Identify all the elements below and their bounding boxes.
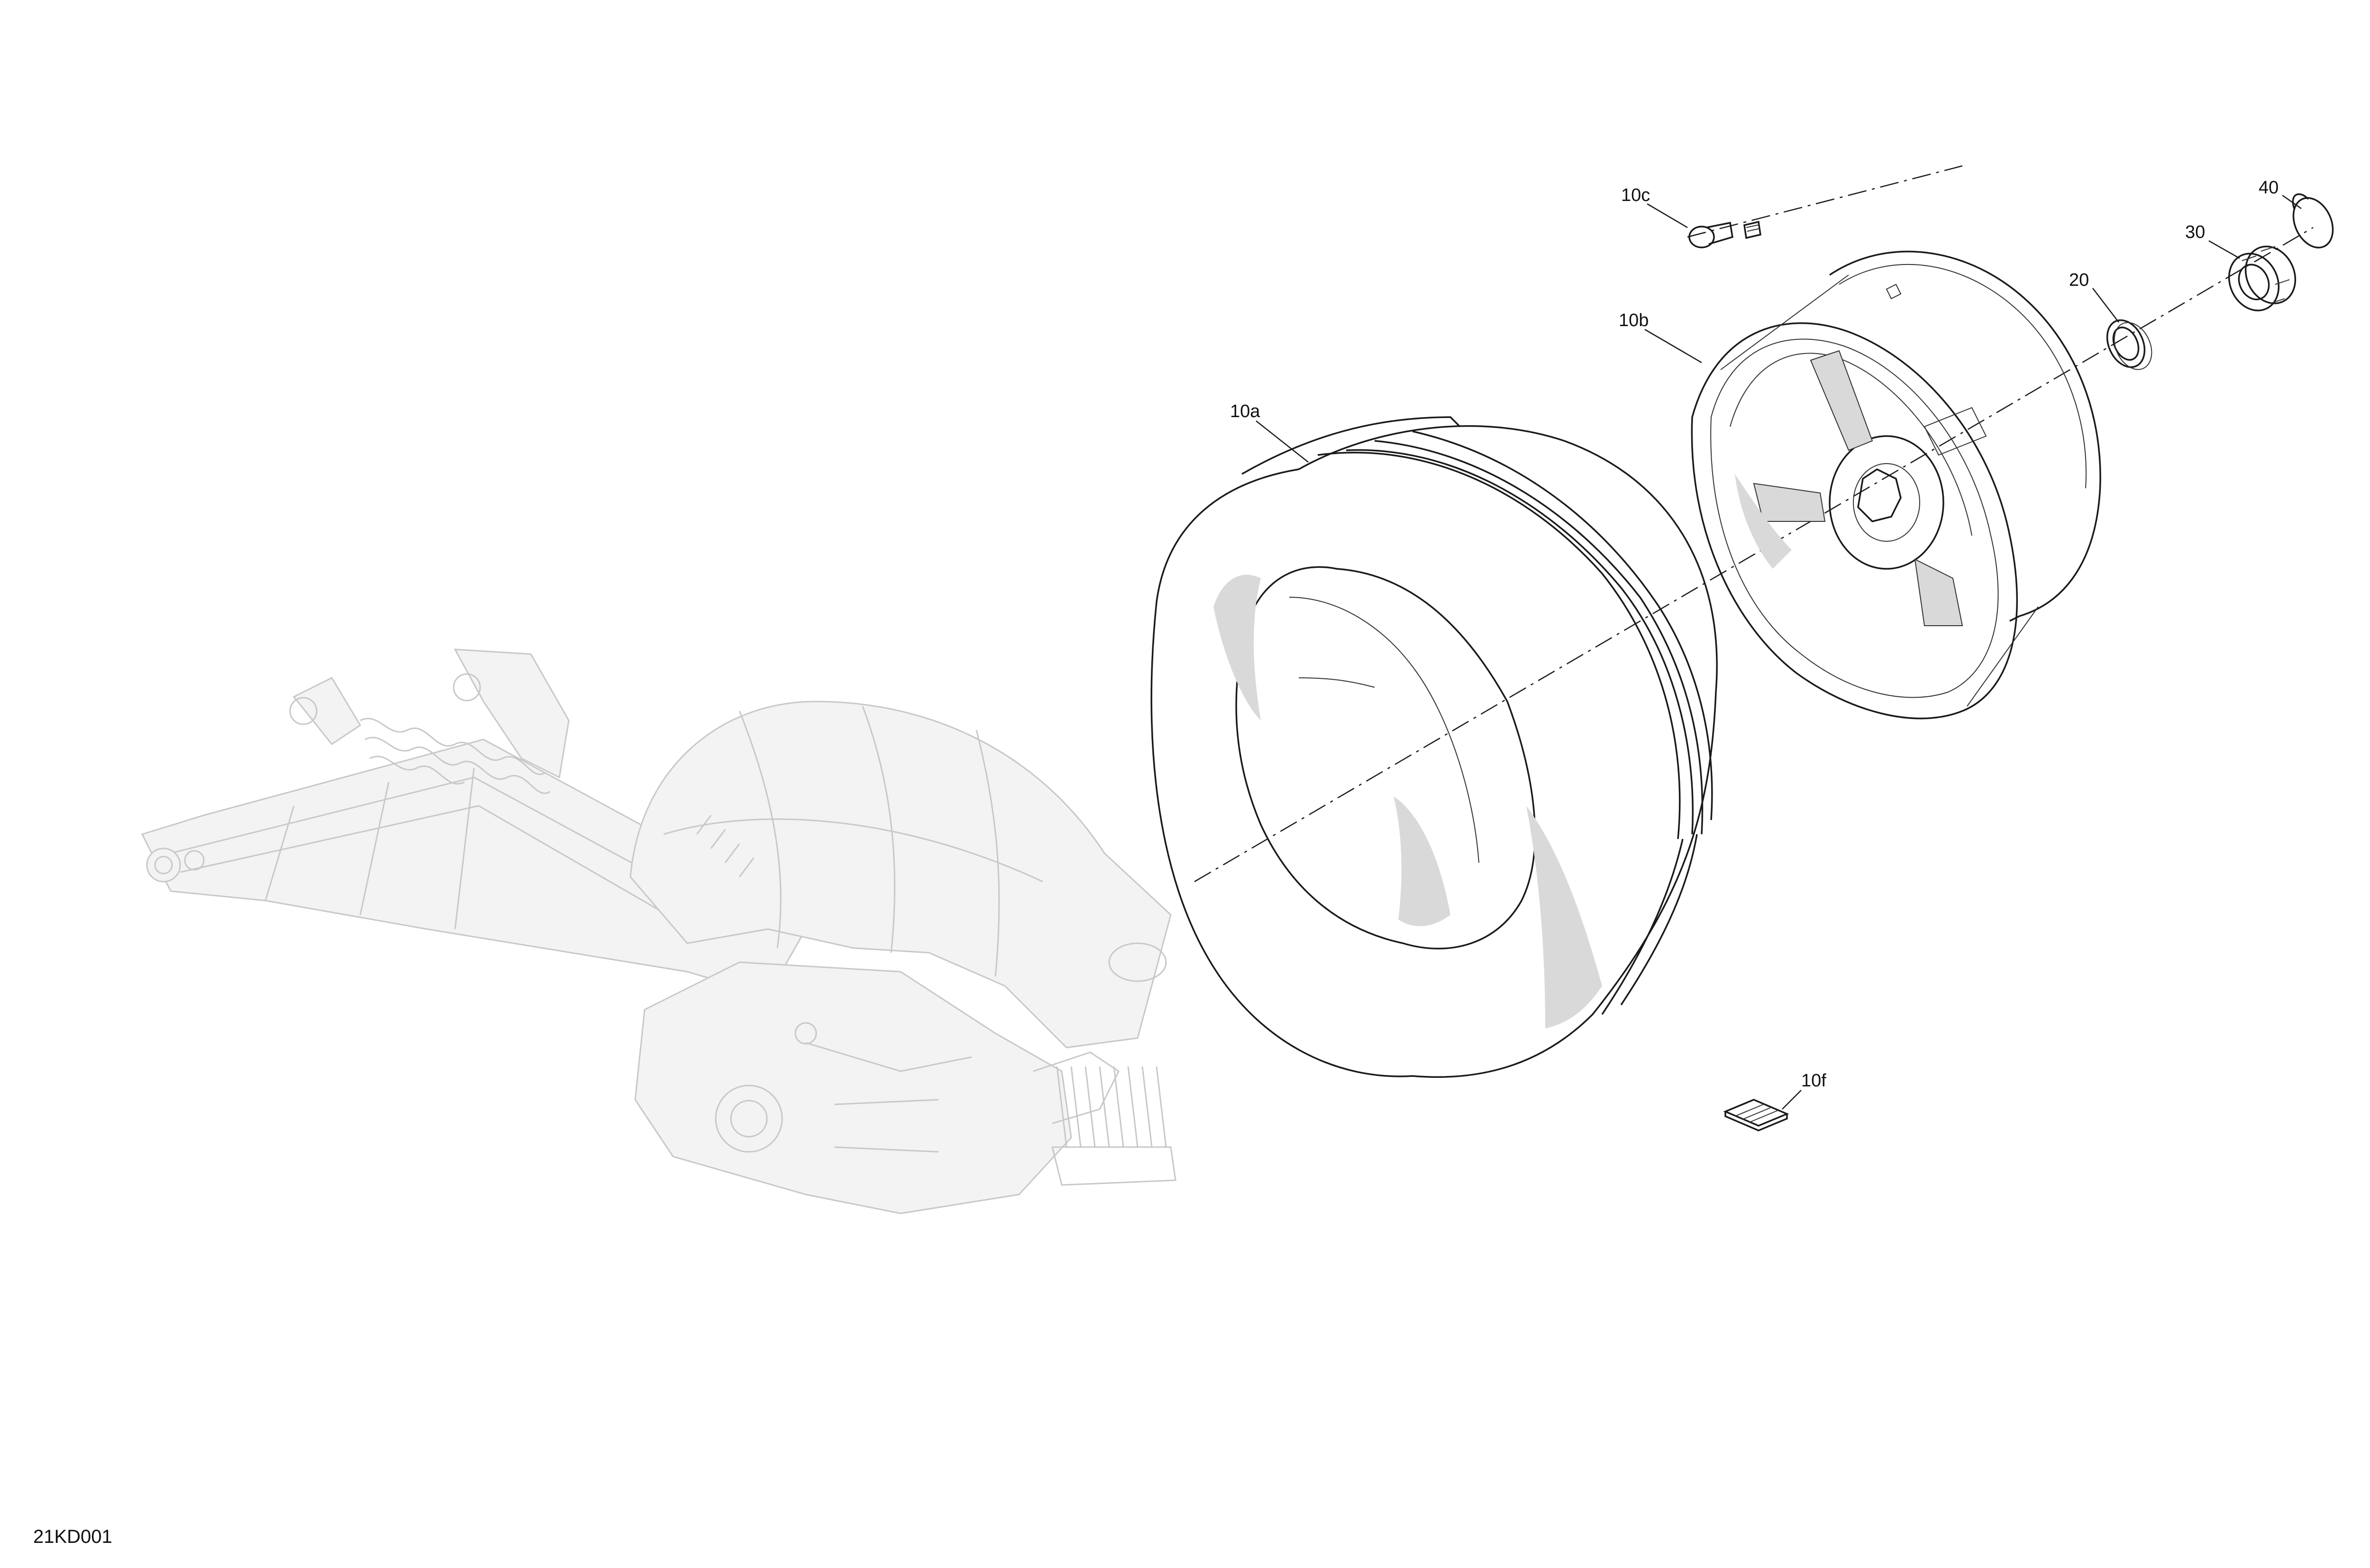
cotter-pin <box>2292 193 2334 249</box>
tire <box>1150 416 1718 1078</box>
valve-axis-line <box>1687 165 1963 238</box>
callout-30: 30 <box>2185 222 2205 242</box>
shock-spring-ghost <box>360 718 550 794</box>
leader-lines <box>1256 194 2302 1110</box>
castellated-nut <box>2228 246 2297 311</box>
washer <box>2106 319 2152 370</box>
decal-label <box>1723 1099 1789 1131</box>
callout-10f: 10f <box>1801 1071 1826 1091</box>
valve-stem <box>1688 220 1761 248</box>
callout-10c: 10c <box>1621 185 1650 205</box>
callout-20: 20 <box>2069 270 2089 290</box>
callout-10b: 10b <box>1619 310 1649 330</box>
wheel-rim <box>1691 250 2101 720</box>
swing-arm-ghost <box>141 648 1176 1214</box>
callout-10a: 10a <box>1230 401 1260 421</box>
callout-40: 40 <box>2259 178 2279 198</box>
drawing-id: 21KD001 <box>33 1526 112 1547</box>
wheel-axis-line <box>1194 227 2314 883</box>
